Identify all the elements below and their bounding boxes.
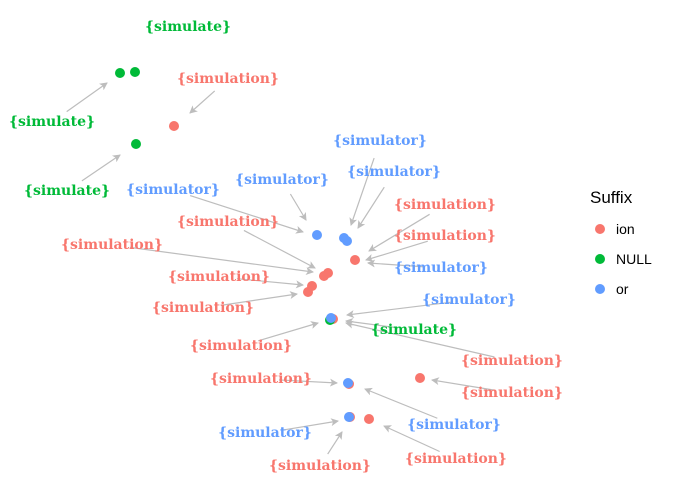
point-label-18: {simulation} [461,353,563,369]
annotation-arrows [66,82,495,455]
annotation-arrow-19 [278,378,338,387]
point-label-16: {simulate} [371,322,457,338]
annotation-arrow-22 [282,418,339,431]
annotation-arrow-6 [357,186,385,229]
annotation-arrow-17 [258,321,319,342]
annotation-arrow-24 [327,431,343,455]
data-point-or-4 [343,378,353,388]
point-label-24: {simulation} [269,458,371,474]
data-points [115,67,425,424]
data-point-ion-0 [169,121,179,131]
legend-label: NULL [616,251,652,267]
annotation-arrow-9 [243,229,316,269]
point-label-7: {simulator} [126,182,220,198]
point-label-8: {simulation} [394,197,496,213]
point-label-0: {simulate} [145,19,231,35]
point-labels: {simulate}{simulation}{simulate}{simulat… [9,19,563,474]
annotation-arrow-5 [289,193,307,221]
annotation-arrow-16 [345,317,397,329]
annotation-arrow-11 [129,246,314,276]
point-label-2: {simulate} [9,114,95,130]
legend-key [590,248,610,270]
data-point-null-2 [131,139,141,149]
legend-item-null: NULL [590,244,672,274]
data-point-or-3 [326,313,336,323]
legend-key [590,278,610,300]
point-label-17: {simulation} [190,338,292,354]
data-point-ion-10 [364,414,374,424]
point-label-10: {simulation} [394,228,496,244]
data-point-or-0 [312,230,322,240]
legend-dot-or [595,284,605,294]
point-label-3: {simulator} [333,133,427,149]
legend: Suffix ion NULL or [590,188,672,304]
legend-dot-null [595,254,605,264]
annotation-arrow-8 [368,213,430,252]
annotation-arrow-14 [346,301,452,319]
annotation-arrow-3 [349,157,375,226]
point-label-6: {simulator} [347,164,441,180]
point-label-1: {simulation} [177,71,279,87]
data-point-null-0 [115,68,125,78]
data-point-ion-7 [415,373,425,383]
data-point-or-2 [342,236,352,246]
annotation-arrow-10 [365,240,428,262]
annotation-arrow-20 [431,377,495,391]
annotation-arrow-23 [383,425,440,453]
legend-key [590,218,610,240]
annotation-arrow-13 [236,278,304,289]
annotation-arrow-7 [189,194,304,234]
point-label-20: {simulation} [461,385,563,401]
point-label-5: {simulator} [235,172,329,188]
point-label-15: {simulation} [152,300,254,316]
data-point-or-5 [344,412,354,422]
legend-dot-ion [595,224,605,234]
annotation-arrow-12 [367,259,424,268]
legend-label: or [616,281,629,297]
annotation-arrow-15 [220,291,298,306]
data-point-ion-1 [350,255,360,265]
annotation-arrow-4 [81,154,121,182]
annotation-arrow-2 [66,82,108,113]
annotation-arrow-1 [189,90,216,114]
point-label-11: {simulation} [61,237,163,253]
legend-label: ion [616,221,635,237]
point-label-12: {simulator} [394,260,488,276]
point-label-21: {simulator} [407,417,501,433]
point-label-19: {simulation} [210,371,312,387]
point-label-22: {simulator} [218,425,312,441]
annotation-arrow-21 [364,387,438,419]
annotation-arrow-18 [345,320,495,358]
point-label-13: {simulation} [168,269,270,285]
point-label-14: {simulator} [422,292,516,308]
legend-title: Suffix [590,188,633,207]
data-point-ion-5 [303,287,313,297]
point-label-9: {simulation} [177,214,279,230]
point-label-4: {simulate} [24,183,110,199]
legend-item-or: or [590,274,672,304]
legend-item-ion: ion [590,214,672,244]
point-label-23: {simulation} [405,451,507,467]
data-point-null-1 [130,67,140,77]
data-point-ion-3 [323,268,333,278]
